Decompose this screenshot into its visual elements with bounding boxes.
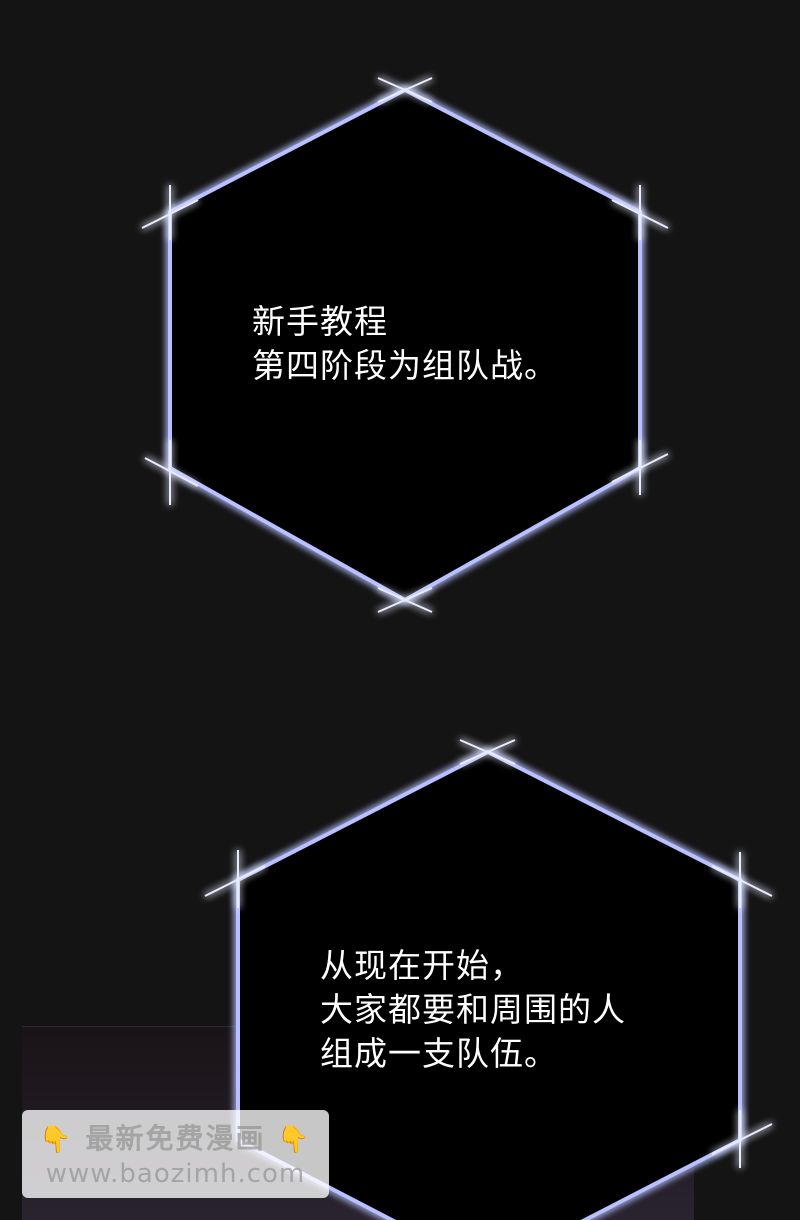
narration-line: 第四阶段为组队战。 [252, 346, 558, 385]
hex2-corner-flares [204, 739, 773, 1168]
watermark-title-row: 👇 最新免费漫画 👇 [22, 1122, 329, 1157]
pointing-down-hand-icon: 👇 [277, 1125, 312, 1155]
watermark-url[interactable]: www.baozimh.com [45, 1159, 306, 1189]
hexagon-frame-2 [204, 739, 773, 1220]
narration-line: 从现在开始， [320, 946, 524, 985]
narration-line: 组成一支队伍。 [320, 1034, 558, 1073]
hex1-corner-flares [141, 77, 669, 613]
narration-line: 新手教程 [252, 302, 388, 341]
narration-box-1-text: 新手教程 第四阶段为组队战。 [252, 300, 558, 388]
pointing-down-hand-icon: 👇 [39, 1125, 74, 1155]
narration-line: 大家都要和周围的人 [320, 990, 626, 1029]
narration-box-2-text: 从现在开始， 大家都要和周围的人 组成一支队伍。 [320, 944, 626, 1076]
site-watermark[interactable]: 👇 最新免费漫画 👇 www.baozimh.com [22, 1110, 329, 1198]
hexagon-frame-1 [141, 77, 669, 613]
watermark-title: 最新免费漫画 [85, 1122, 266, 1155]
